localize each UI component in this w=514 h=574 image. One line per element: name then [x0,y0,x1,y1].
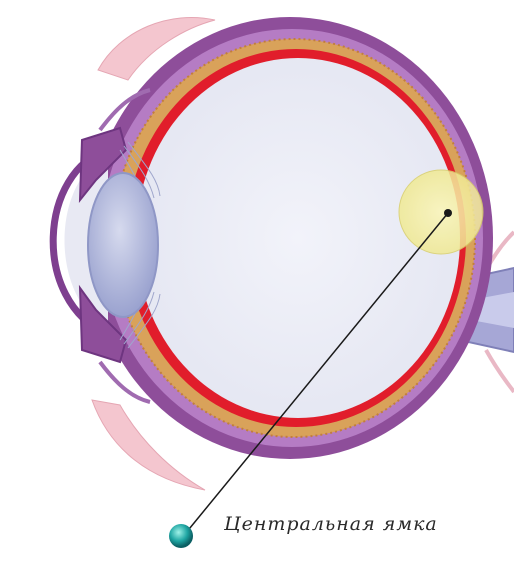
pointer-dot-icon [169,524,193,548]
fovea-label: Центральная ямка [224,513,438,535]
lens [88,173,158,317]
macula-highlight [399,170,483,254]
